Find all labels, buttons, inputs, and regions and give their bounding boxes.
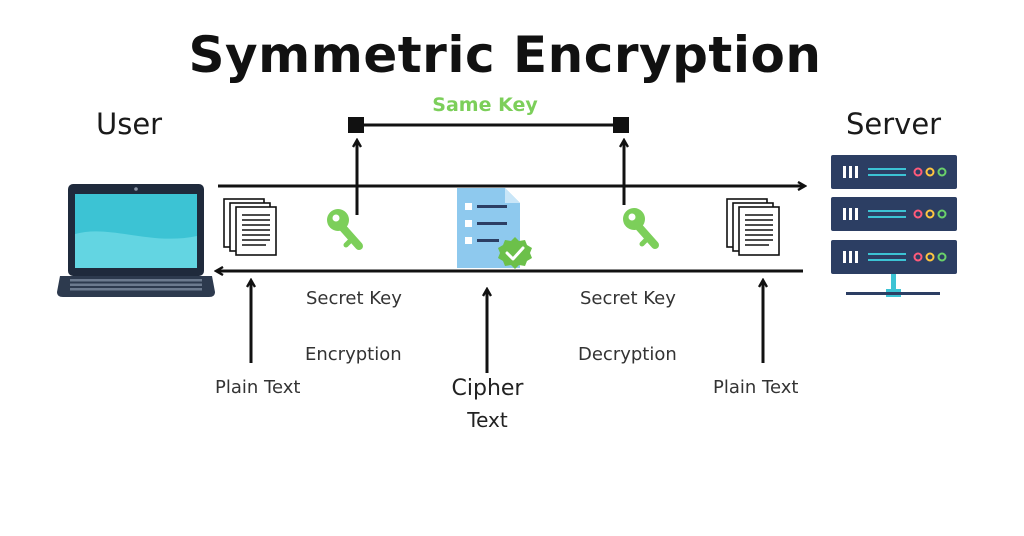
- laptop-icon: [57, 184, 215, 297]
- same-key-label: Same Key: [432, 94, 538, 116]
- key-right-icon: [623, 208, 659, 249]
- plain-text-right-label: Plain Text: [713, 377, 799, 398]
- checkmark-icon: [498, 237, 532, 269]
- plain-document-left-icon: [223, 198, 277, 256]
- encryption-label: Encryption: [305, 344, 402, 365]
- same-key-connector: [348, 117, 629, 133]
- decryption-label: Decryption: [578, 344, 677, 365]
- key-left-icon: [327, 209, 363, 250]
- plain-document-right-icon: [726, 198, 780, 256]
- server-label: Server: [846, 107, 942, 141]
- secret-key-left-label: Secret Key: [306, 288, 402, 309]
- server-icon: [831, 155, 957, 297]
- plain-text-left-label: Plain Text: [215, 377, 301, 398]
- secret-key-right-label: Secret Key: [580, 288, 676, 309]
- cipher-text-label: Text: [467, 408, 508, 432]
- cipher-label: Cipher: [451, 376, 524, 401]
- user-label: User: [96, 107, 163, 141]
- diagram-title: Symmetric Encryption: [188, 26, 822, 84]
- cipher-document-icon: [457, 188, 532, 269]
